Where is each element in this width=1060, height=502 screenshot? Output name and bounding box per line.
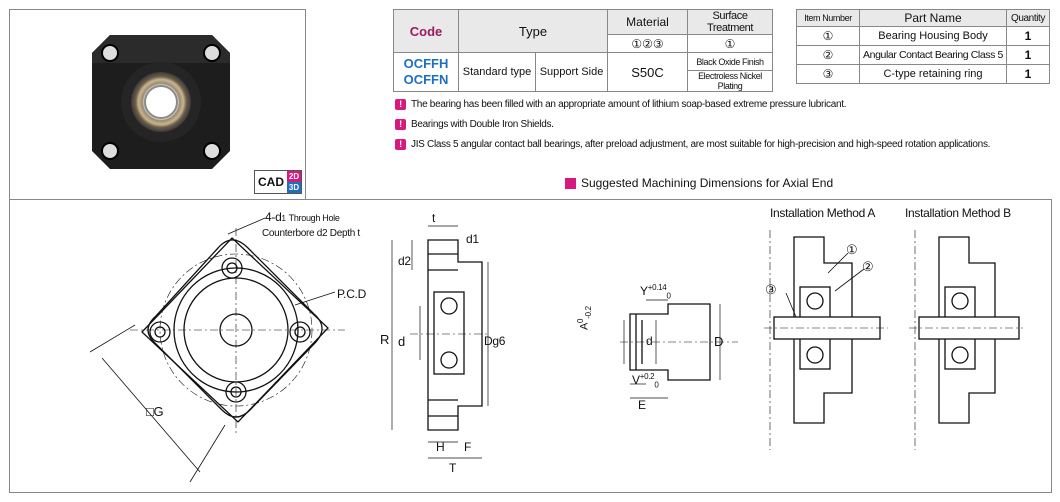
counterbore-label: Counterbore d2 Depth t: [262, 228, 360, 239]
surface-nickel: Electroless Nickel Plating: [687, 70, 773, 92]
dim-d2-label: d2: [398, 254, 411, 268]
type-side: Support Side: [535, 52, 608, 92]
surface-black-oxide: Black Oxide Finish: [687, 52, 773, 71]
part-name-2: Angular Contact Bearing Class 5: [859, 45, 1007, 65]
dim-d-axial-label: d: [646, 334, 653, 348]
dim-V-label: V+0.20: [632, 372, 659, 390]
note-shields: ! Bearings with Double Iron Shields.: [395, 119, 554, 130]
suggested-machining-label: Suggested Machining Dimensions for Axial…: [581, 176, 834, 190]
side-view-drawing: [391, 225, 489, 459]
front-view-drawing: [90, 217, 345, 483]
section-square-icon: [565, 177, 576, 189]
code-ocffh[interactable]: OCFFH: [403, 56, 449, 71]
cad-badge[interactable]: CAD 2D 3D: [254, 170, 302, 194]
install-method-a-title: Installation Method A: [770, 206, 876, 220]
part-item-3: ③: [796, 64, 860, 84]
callout-1-a: ①: [846, 242, 858, 257]
cad-3d-tag[interactable]: 3D: [287, 182, 301, 193]
dim-H-label: H: [436, 440, 445, 454]
install-b-drawing: [909, 230, 1023, 450]
type-header: Type: [458, 9, 608, 53]
warning-icon: !: [395, 119, 406, 130]
material-items: ①②③: [607, 34, 688, 53]
note-lubricant: ! The bearing has been filled with an ap…: [395, 99, 846, 110]
dim-F-label: F: [464, 440, 472, 454]
material-value: S50C: [607, 52, 688, 92]
note-jis: ! JIS Class 5 angular contact ball beari…: [395, 139, 990, 150]
dim-Y-label: Y+0.140: [640, 283, 671, 301]
suggested-machining-title: Suggested Machining Dimensions for Axial…: [565, 176, 833, 190]
surface-items: ①: [687, 34, 773, 53]
dim-t-label: t: [432, 211, 436, 225]
install-method-b-title: Installation Method B: [905, 206, 1011, 220]
part-qty-1: 1: [1006, 26, 1050, 46]
square-g-label: □G: [146, 404, 164, 419]
dim-A-label: A0-0.2: [576, 306, 593, 330]
warning-icon: !: [395, 99, 406, 110]
through-hole-label: 4-d1 Through Hole: [265, 210, 340, 224]
cad-label: CAD: [258, 175, 284, 189]
code-ocffn[interactable]: OCFFN: [403, 72, 449, 87]
install-a-drawing: [764, 230, 888, 450]
callout-3-a: ③: [765, 282, 777, 297]
dim-R-label: R: [380, 332, 390, 347]
callout-2-a: ②: [862, 259, 874, 274]
cad-2d-tag[interactable]: 2D: [287, 171, 301, 182]
note-text: JIS Class 5 angular contact ball bearing…: [411, 139, 991, 150]
dim-T-label: T: [449, 461, 457, 475]
dim-d-label: d: [398, 334, 405, 349]
surface-header: Surface Treatment: [687, 9, 773, 35]
material-header: Material: [607, 9, 688, 35]
part-name-header: Part Name: [859, 9, 1007, 27]
dim-d1-label: d1: [466, 232, 479, 246]
quantity-header: Quantity: [1006, 9, 1050, 27]
code-values: OCFFH OCFFN: [393, 52, 459, 92]
item-number-header: Item Number: [796, 9, 860, 27]
pcd-label: P.C.D: [337, 287, 366, 301]
dim-Dg6-label: Dg6: [484, 334, 506, 348]
product-photo: [92, 35, 230, 169]
parts-table: Item Number Part Name Quantity ① Bearing…: [796, 9, 1050, 84]
axial-end-drawing: [620, 299, 738, 399]
code-header: Code: [393, 9, 459, 53]
spec-table: Code Type Material Surface Treatment ①②③…: [393, 9, 773, 92]
part-qty-3: 1: [1006, 64, 1050, 84]
part-item-1: ①: [796, 26, 860, 46]
warning-icon: !: [395, 139, 406, 150]
part-name-3: C-type retaining ring: [859, 64, 1007, 84]
part-qty-2: 1: [1006, 45, 1050, 65]
note-text: The bearing has been filled with an appr…: [411, 99, 847, 110]
note-text: Bearings with Double Iron Shields.: [411, 119, 554, 130]
part-name-1: Bearing Housing Body: [859, 26, 1007, 46]
dim-D-label: D: [714, 334, 724, 349]
drawing-frame: [9, 199, 1052, 493]
part-item-2: ②: [796, 45, 860, 65]
dim-E-label: E: [638, 398, 646, 412]
type-standard: Standard type: [457, 52, 537, 92]
